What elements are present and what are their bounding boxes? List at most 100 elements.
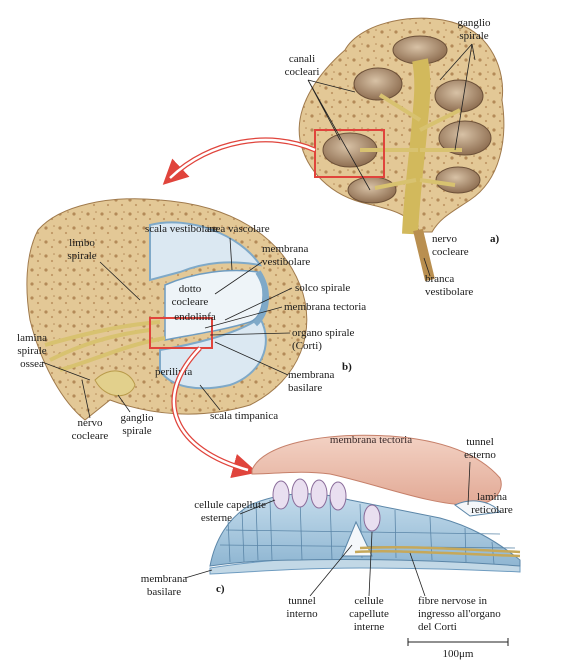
nerve-bundle: [360, 58, 462, 282]
leader: [204, 306, 283, 329]
leader: [224, 287, 293, 321]
canal: [435, 166, 481, 194]
leader: [184, 569, 213, 579]
outer-hair-cell: [272, 480, 290, 510]
label-ganglio-b: ganglio: [121, 412, 154, 424]
label-endolinfa: endolinfa: [174, 311, 216, 323]
leader: [229, 237, 233, 271]
label-corti-b: (Corti): [292, 340, 322, 352]
canal: [438, 120, 492, 156]
inner-hair-cell: [363, 504, 381, 532]
label-spirale-ganglio-b: spirale: [122, 425, 151, 437]
label-scala-vestibolare: scala vestibolare: [145, 223, 218, 235]
label-ganglio-a: ganglio: [458, 17, 491, 29]
label-canali: canali: [289, 53, 315, 65]
outer-hair-cell: [291, 478, 309, 508]
label-cocleare-a: cocleare: [432, 246, 469, 258]
label-membrana-bas-c1: membrana: [141, 573, 188, 585]
label-membrana-vest-1: membrana: [262, 243, 309, 255]
outer-hair-cells: [272, 478, 347, 511]
leader: [467, 461, 471, 506]
ganglion-b: [94, 370, 136, 397]
label-vestibolare-a: vestibolare: [425, 286, 473, 298]
leader: [117, 394, 131, 413]
label-cellule-esterne-2: esterne: [201, 512, 232, 524]
leader: [239, 499, 276, 515]
panel-label-a: a): [490, 233, 500, 245]
leader: [214, 261, 263, 295]
label-membrana-bas-b1: membrana: [288, 369, 335, 381]
tunnel-esterno-shape: [454, 500, 501, 517]
label-membrana-vest-2: vestibolare: [262, 256, 310, 268]
tectorial-membrane: [251, 434, 502, 506]
panel-b-cochlear-duct: scala vestibolare area vascolare membran…: [17, 198, 366, 442]
label-cellule-esterne-1: cellule capellute: [194, 499, 266, 511]
leader: [209, 332, 291, 336]
canal: [353, 67, 403, 101]
leader: [368, 531, 373, 597]
leader: [41, 361, 91, 381]
leader: [409, 552, 426, 597]
leader: [439, 43, 476, 151]
label-tunnel-esterno-2: esterno: [464, 449, 496, 461]
canal: [347, 176, 397, 204]
leader: [423, 257, 431, 277]
panel-a-cochlea-section: canali cocleari ganglio spirale nervo co…: [285, 17, 505, 298]
label-cocleari: cocleari: [285, 66, 320, 78]
label-lamina-spirale: spirale: [17, 345, 46, 357]
label-membrana-bas-b2: basilare: [288, 382, 322, 394]
leader: [214, 341, 289, 376]
label-cocleare-b: cocleare: [172, 296, 209, 308]
highlight-box-a: [314, 129, 385, 178]
label-membrana-tectoria-c: membrana tectoria: [330, 434, 412, 446]
label-lamina-reticolare-2: reticolare: [471, 504, 513, 516]
arrow-a-to-b: [162, 137, 317, 185]
outer-hair-cell: [329, 481, 347, 511]
nerve-fibres-b: [44, 320, 166, 372]
canal: [392, 35, 448, 65]
label-fibre-1: fibre nervose in: [418, 595, 488, 607]
canal: [434, 79, 484, 113]
label-scala-timpanica: scala timpanica: [210, 410, 278, 422]
scale-bar-label: 100μm: [443, 648, 474, 660]
label-branca: branca: [425, 273, 454, 285]
panel-label-b: b): [342, 361, 352, 373]
scala-vestibolare-space: [149, 221, 263, 282]
label-organo-spirale: organo spirale: [292, 327, 355, 339]
label-cocleare-nervo-b: cocleare: [72, 430, 109, 442]
label-tunnel-interno-1: tunnel: [288, 595, 316, 607]
panel-c-organ-of-corti: membrana tectoria tunnel esterno lamina …: [141, 434, 521, 660]
highlight-box-b: [149, 317, 213, 349]
scale-bar: 100μm: [407, 638, 509, 660]
leader: [99, 261, 141, 301]
label-lamina-ossea: ossea: [20, 358, 44, 370]
label-nervo-b: nervo: [77, 417, 103, 429]
label-spirale-a: spirale: [459, 30, 488, 42]
label-cellule-interne-3: interne: [354, 621, 385, 633]
leader: [309, 544, 353, 597]
leader: [307, 79, 371, 191]
label-fibre-2: ingresso all'organo: [418, 608, 501, 620]
label-spirale-limbo: spirale: [67, 250, 96, 262]
label-lamina: lamina: [17, 332, 47, 344]
leader: [199, 384, 221, 411]
outer-hair-cell: [310, 479, 328, 509]
label-solco-spirale: solco spirale: [295, 282, 350, 294]
label-limbo: limbo: [69, 237, 95, 249]
leader: [81, 379, 91, 419]
cochlear-canals: [322, 35, 492, 204]
panel-label-c: c): [216, 583, 225, 595]
label-membrana-tectoria-b: membrana tectoria: [284, 301, 366, 313]
label-cellule-interne-1: cellule: [354, 595, 383, 607]
scala-timpanica-space: [159, 316, 267, 390]
label-tunnel-esterno-1: tunnel: [466, 436, 494, 448]
label-cellule-interne-2: capellute: [349, 608, 389, 620]
dotto-cocleare-space: [164, 269, 264, 341]
label-membrana-bas-c2: basilare: [147, 586, 181, 598]
label-tunnel-interno-2: interno: [286, 608, 318, 620]
label-dotto: dotto: [179, 283, 202, 295]
label-fibre-3: del Corti: [418, 621, 457, 633]
label-nervo-a: nervo: [432, 233, 458, 245]
